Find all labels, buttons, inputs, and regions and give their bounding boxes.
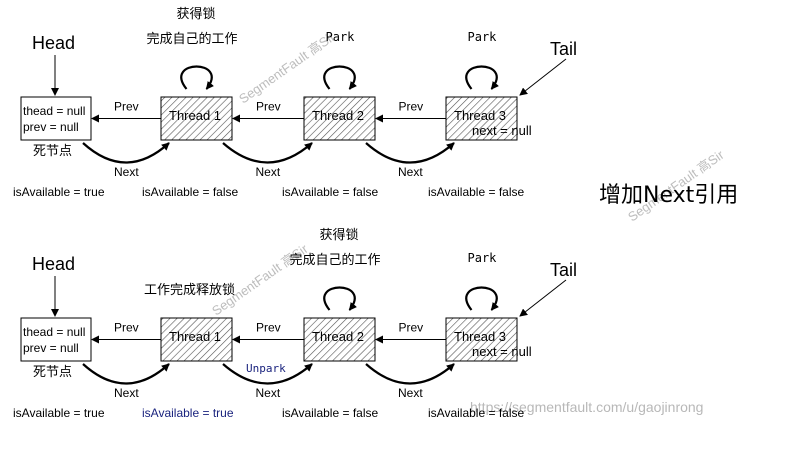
next-arrow (365, 363, 455, 385)
thread-node (303, 317, 376, 362)
self-loop-arrow (323, 65, 357, 90)
head-label: Head (32, 254, 75, 274)
is-available-label: isAvailable = false (282, 406, 378, 420)
next-label: Next (398, 165, 423, 179)
park-label: Park (326, 30, 356, 44)
diagram-title: 增加Next引用 (599, 183, 738, 208)
dead-node-caption: 死节点 (33, 144, 72, 159)
thread-label: Thread 3 (454, 329, 506, 344)
self-loop-arrow (180, 65, 214, 90)
tail-arrow (519, 58, 567, 96)
next-label: Next (114, 165, 139, 179)
release-label: 工作完成释放锁 (144, 282, 235, 298)
next-arrow (222, 142, 313, 164)
prev-label: Prev (114, 321, 139, 335)
prev-label: Prev (256, 321, 281, 335)
next-label: Next (114, 386, 139, 400)
next-arrow (222, 363, 313, 385)
self-loop-arrow (465, 65, 499, 90)
thread-label: Thread 1 (169, 329, 221, 344)
next-arrow (82, 142, 170, 164)
next-arrow (82, 363, 170, 385)
tail-arrow (519, 279, 567, 317)
is-available-label: isAvailable = true (13, 185, 105, 199)
dead-node-prev: prev = null (23, 120, 79, 134)
park-label: Park (468, 251, 498, 265)
loop-label-line2: 完成自己的工作 (290, 252, 381, 268)
dead-node-caption: 死节点 (33, 365, 72, 380)
next-label: Next (256, 165, 281, 179)
is-available-label: isAvailable = true (13, 406, 105, 420)
dead-node-prev: prev = null (23, 341, 79, 355)
prev-label: Prev (114, 100, 139, 114)
loop-label-line2: 完成自己的工作 (147, 31, 238, 47)
thread-node (303, 96, 376, 141)
park-label: Park (468, 30, 498, 44)
thread-label: Thread 3 (454, 108, 506, 123)
dead-node-thead: thead = null (23, 104, 85, 118)
next-label: Next (398, 386, 423, 400)
dead-node-thead: thead = null (23, 325, 85, 339)
watermark-text: SegmentFault 高Sir (236, 29, 338, 107)
loop-label-line1: 获得锁 (177, 6, 216, 22)
prev-label: Prev (256, 100, 281, 114)
is-available-label: isAvailable = true (142, 406, 234, 420)
tail-label: Tail (550, 260, 577, 280)
thread-next-null: next = null (472, 123, 532, 138)
is-available-label: isAvailable = false (142, 185, 238, 199)
prev-label: Prev (399, 100, 424, 114)
watermark-url: https://segmentfault.com/u/gaojinrong (470, 399, 703, 415)
is-available-label: isAvailable = false (428, 406, 524, 420)
self-loop-arrow (323, 286, 357, 311)
thread-label: Thread 2 (312, 108, 364, 123)
thread-next-null: next = null (472, 344, 532, 359)
prev-label: Prev (399, 321, 424, 335)
next-arrow (365, 142, 455, 164)
tail-label: Tail (550, 39, 577, 59)
thread-node (445, 317, 518, 362)
is-available-label: isAvailable = false (282, 185, 378, 199)
next-label: Next (256, 386, 281, 400)
unpark-label: Unpark (246, 362, 286, 375)
loop-label-line1: 获得锁 (320, 227, 359, 243)
head-label: Head (32, 33, 75, 53)
self-loop-arrow (465, 286, 499, 311)
is-available-label: isAvailable = false (428, 185, 524, 199)
thread-label: Thread 2 (312, 329, 364, 344)
thread-label: Thread 1 (169, 108, 221, 123)
